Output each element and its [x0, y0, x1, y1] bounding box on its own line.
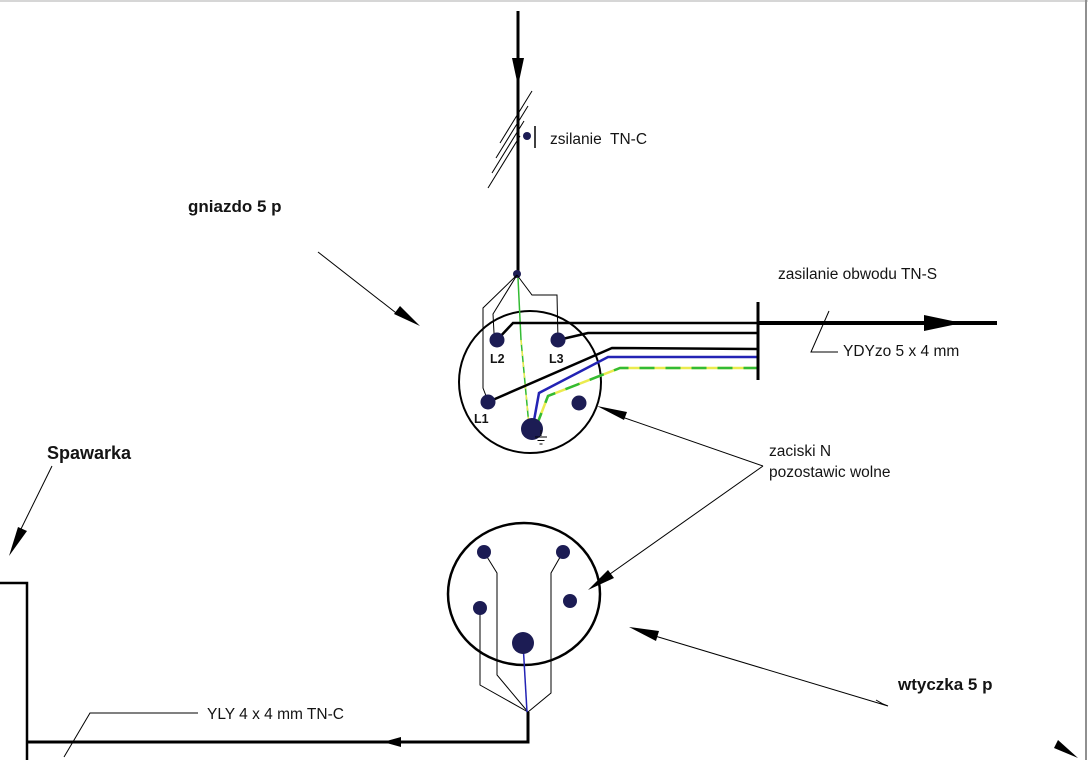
- socket-wire-pen-yellow: [520, 339, 530, 427]
- supply-tap-dot: [523, 132, 531, 140]
- ydyzo-leader: [810, 310, 838, 353]
- welder-label: Spawarka: [47, 443, 132, 463]
- annotations: gniazdo 5 p zaciski N pozostawic wolne S…: [9, 197, 993, 707]
- socket-leader: [317, 251, 401, 317]
- plug-wire-l1: [483, 551, 529, 713]
- arrow-up-left-icon: [629, 627, 659, 641]
- plug-leader: [654, 635, 889, 707]
- tnc-supply: zsilanie TN-C: [487, 11, 647, 278]
- plug-pin-pe: [512, 632, 534, 654]
- plug-pin-n: [563, 594, 577, 608]
- output-cable-label: YDYzo 5 x 4 mm: [843, 343, 959, 360]
- welder-leader: [19, 465, 53, 532]
- socket-pin-l2: [489, 332, 505, 348]
- socket-circle: [458, 310, 602, 454]
- arrow-down-left-icon: [9, 527, 27, 556]
- wire-out-l2: [496, 321, 757, 341]
- socket-wire-l1: [482, 274, 518, 402]
- socket-pin-n: [571, 395, 587, 411]
- wire-out-l3: [557, 331, 757, 342]
- socket-pin-l2-label: L2: [490, 352, 505, 366]
- wire-out-pe-yellow: [534, 366, 757, 428]
- cable-line: [27, 712, 530, 744]
- wire-out-l1: [487, 346, 758, 404]
- socket-pin-l1: [480, 394, 496, 410]
- socket-wire-pen-green: [517, 277, 530, 427]
- welder-cable: YLY 4 x 4 mm TN-C: [0, 581, 530, 760]
- socket-5p: L2 L3 L1: [458, 274, 758, 454]
- hatch-mark: [499, 90, 533, 144]
- plug-wire-l3: [527, 551, 564, 713]
- socket-5p-label: gniazdo 5 p: [188, 197, 282, 216]
- plug-pin-l3: [556, 545, 570, 559]
- supply-tnc-label: zsilanie TN-C: [550, 131, 647, 148]
- hatch-mark: [487, 135, 521, 189]
- tns-output: zasilanie obwodu TN-S YDYzo 5 x 4 mm: [756, 266, 997, 380]
- plug-wire-pen-blue: [522, 642, 528, 713]
- hatch-mark: [495, 105, 529, 159]
- arrow-left-icon: [383, 737, 401, 747]
- n-terminals-leader-upper: [621, 416, 764, 467]
- socket-pin-l1-label: L1: [474, 412, 489, 426]
- socket-pin-l3: [550, 332, 566, 348]
- wire-out-n-blue: [531, 355, 757, 427]
- plug-5p-label: wtyczka 5 p: [897, 675, 993, 694]
- ground-icon: [535, 430, 547, 445]
- arrow-down-right-icon: [1054, 740, 1078, 758]
- input-cable-label: YLY 4 x 4 mm TN-C: [207, 706, 344, 723]
- plug-pin-l2: [473, 601, 487, 615]
- welder-outline: [0, 581, 29, 760]
- plug-wire-l2: [479, 608, 529, 713]
- arrow-down-right-icon: [394, 306, 420, 326]
- n-terminals-leader-lower: [609, 465, 764, 575]
- arrow-down-icon: [512, 58, 524, 86]
- arrow-right-icon: [924, 315, 962, 331]
- plug-5p: [446, 521, 602, 713]
- n-terminals-label-1: zaciski N: [769, 443, 831, 460]
- hatch-mark: [491, 120, 525, 174]
- socket-pin-l3-label: L3: [549, 352, 564, 366]
- plug-pin-l1: [477, 545, 491, 559]
- socket-pin-pe: [521, 418, 543, 440]
- yly-leader: [63, 712, 198, 758]
- n-terminals-label-2: pozostawic wolne: [769, 464, 890, 481]
- tns-circuit-label: zasilanie obwodu TN-S: [778, 266, 937, 283]
- junction-dot: [513, 270, 521, 278]
- socket-wire-l3: [516, 274, 559, 341]
- arrow-down-left-icon: [588, 570, 614, 590]
- arrow-up-left-icon: [597, 406, 627, 420]
